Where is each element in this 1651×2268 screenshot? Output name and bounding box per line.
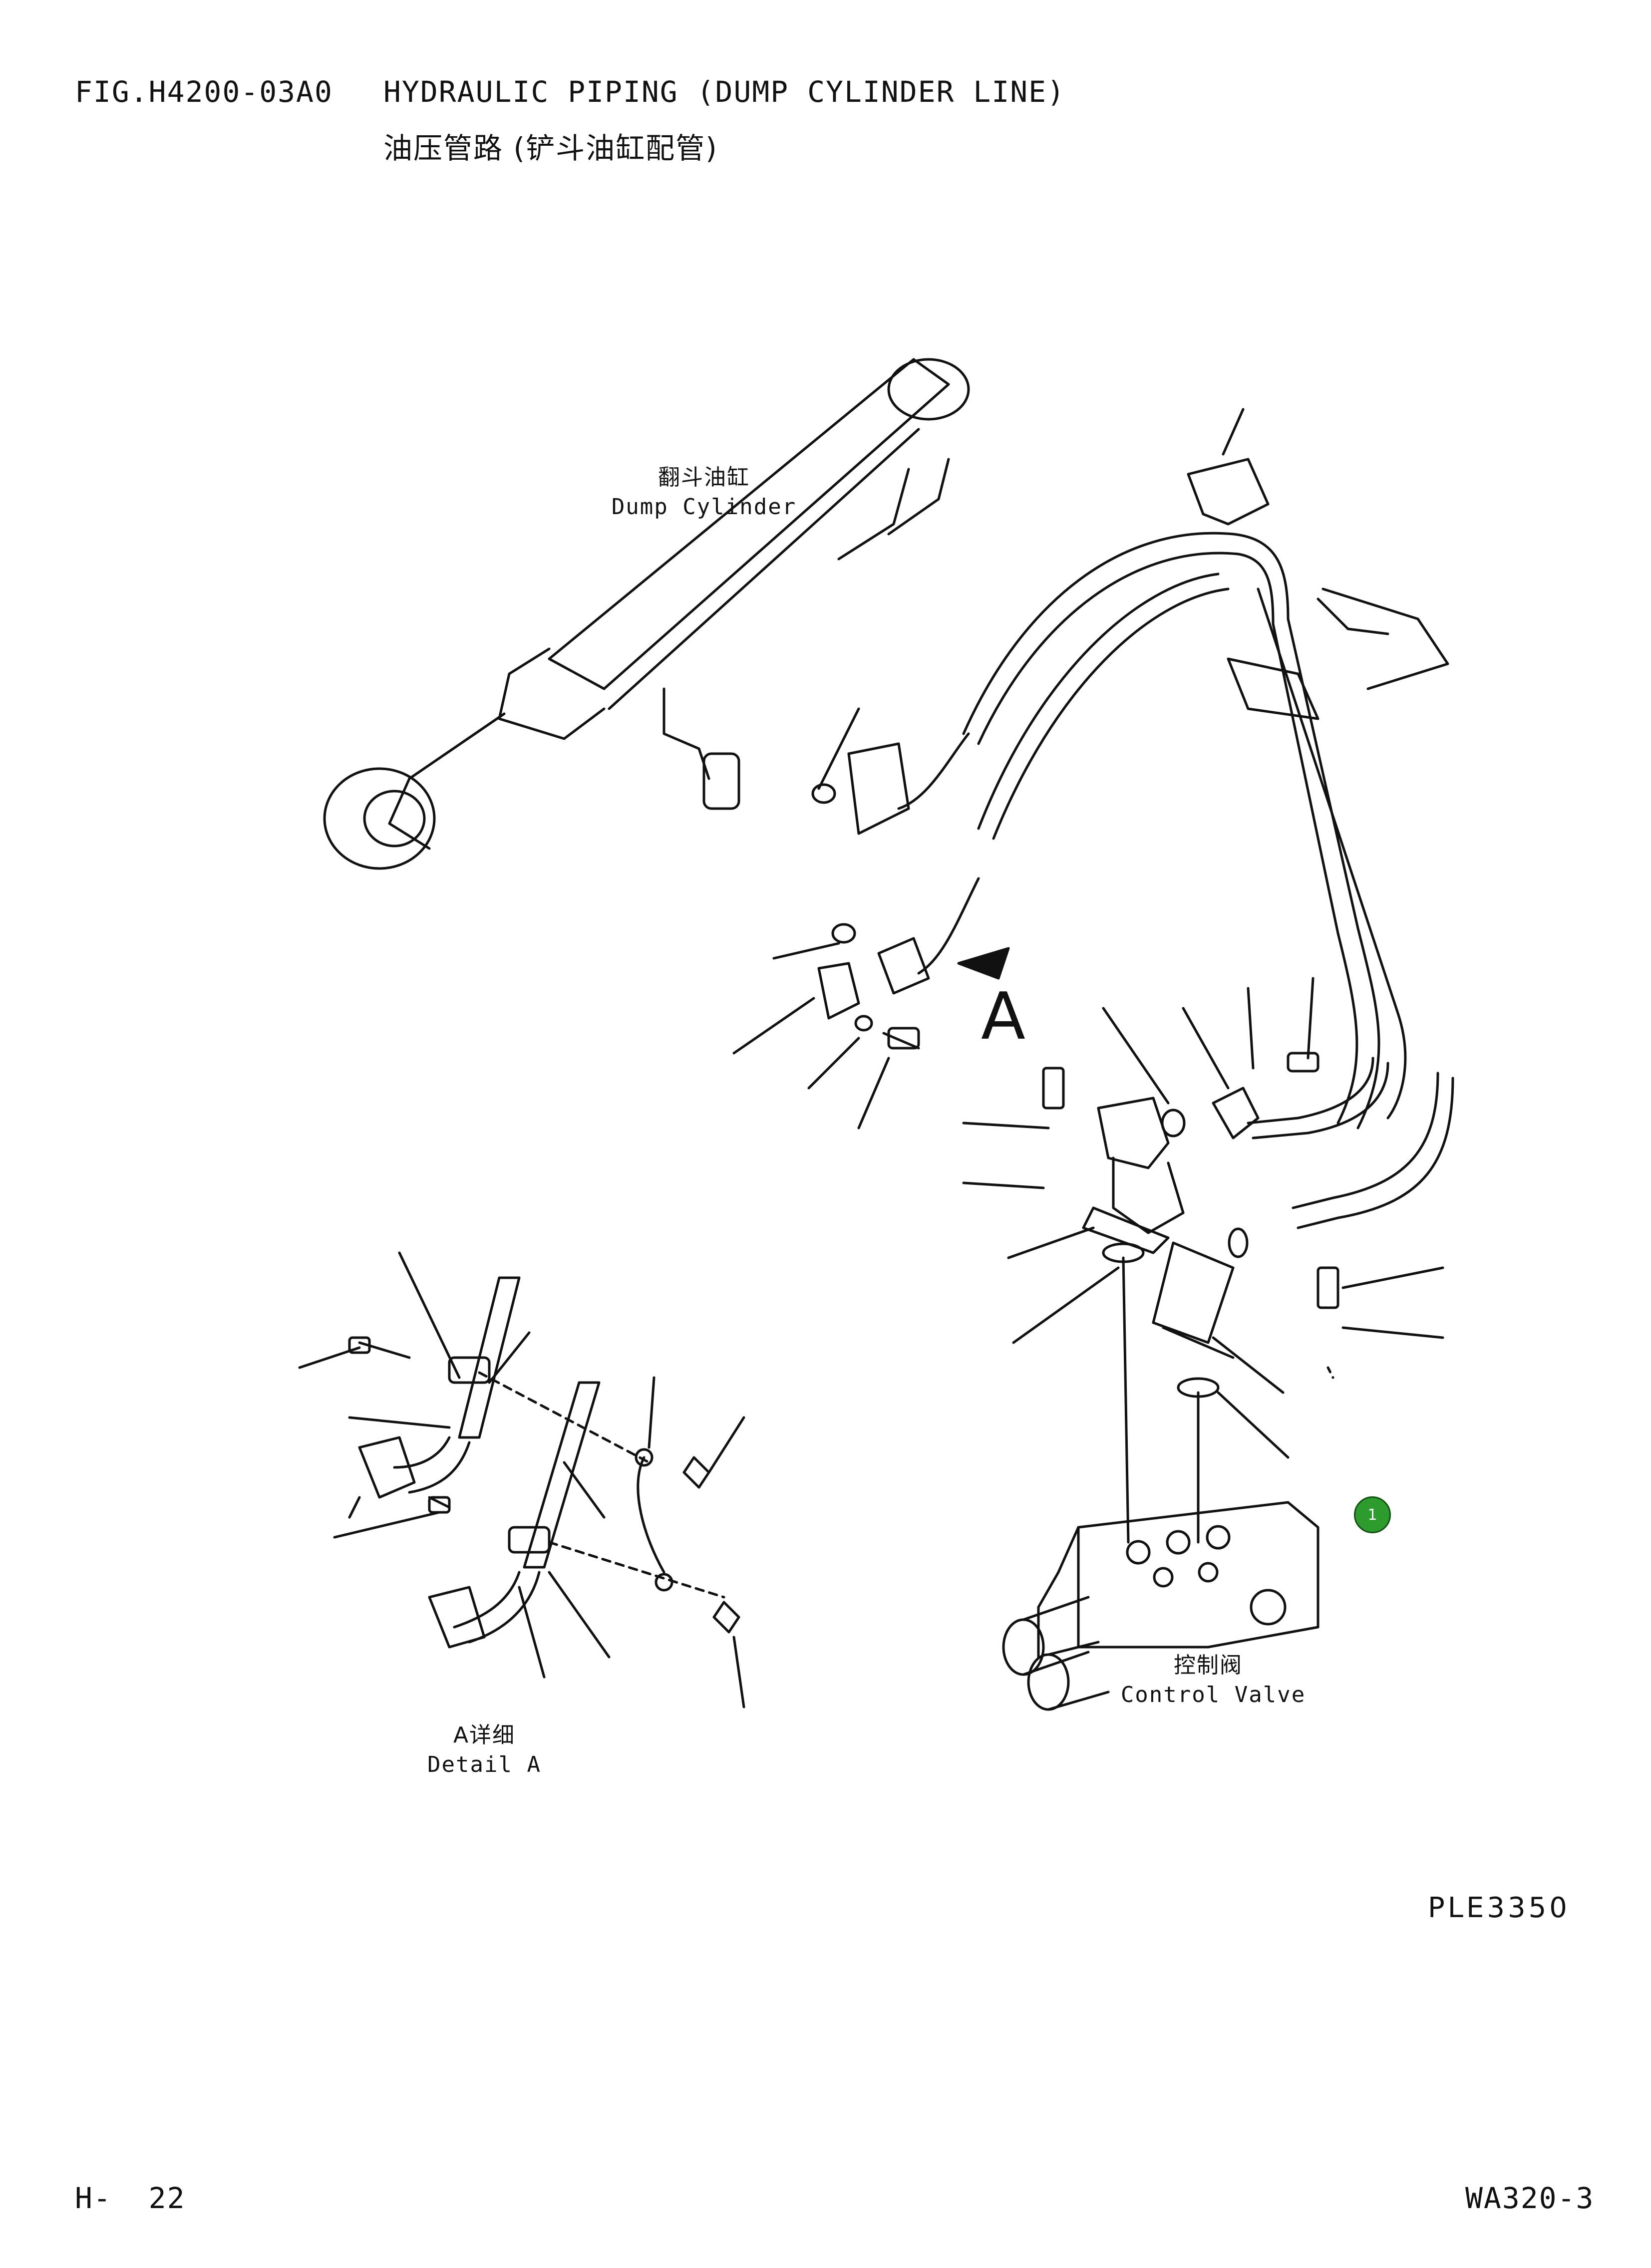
clamp-bracket — [1187, 408, 1449, 720]
fittings-left — [732, 707, 980, 1130]
detail-a-label-en: Detail A — [427, 1752, 541, 1777]
dump-cylinder-drawing — [323, 358, 970, 870]
hose-lines — [962, 532, 1454, 1229]
page-number: H- 22 — [75, 2181, 186, 2215]
figure-title-en: HYDRAULIC PIPING (DUMP CYLINDER LINE) — [383, 75, 1066, 109]
view-marker-label: A — [981, 978, 1025, 1054]
dump-cylinder-label-cn: 翻斗油缸 — [658, 465, 750, 490]
figure-title-cn: 油压管路 (铲斗油缸配管) — [383, 131, 718, 165]
figure-code: FIG.H4200-03A0 — [75, 75, 333, 109]
view-arrow-icon — [957, 947, 1010, 980]
detail-a-label-cn: A详细 — [453, 1722, 516, 1748]
plate-code: PLE3350 — [1428, 1892, 1570, 1924]
fittings-right — [962, 977, 1444, 1544]
part-callout-1[interactable]: 1 — [1354, 1496, 1391, 1533]
detail-a-drawing — [298, 1251, 745, 1708]
control-valve-label-cn: 控制阀 — [1174, 1653, 1243, 1678]
dump-cylinder-label-en: Dump Cylinder — [611, 494, 797, 520]
control-valve-drawing — [1002, 1501, 1320, 1711]
control-valve-label-en: Control Valve — [1120, 1682, 1306, 1707]
model-code: WA320-3 — [1465, 2181, 1595, 2215]
